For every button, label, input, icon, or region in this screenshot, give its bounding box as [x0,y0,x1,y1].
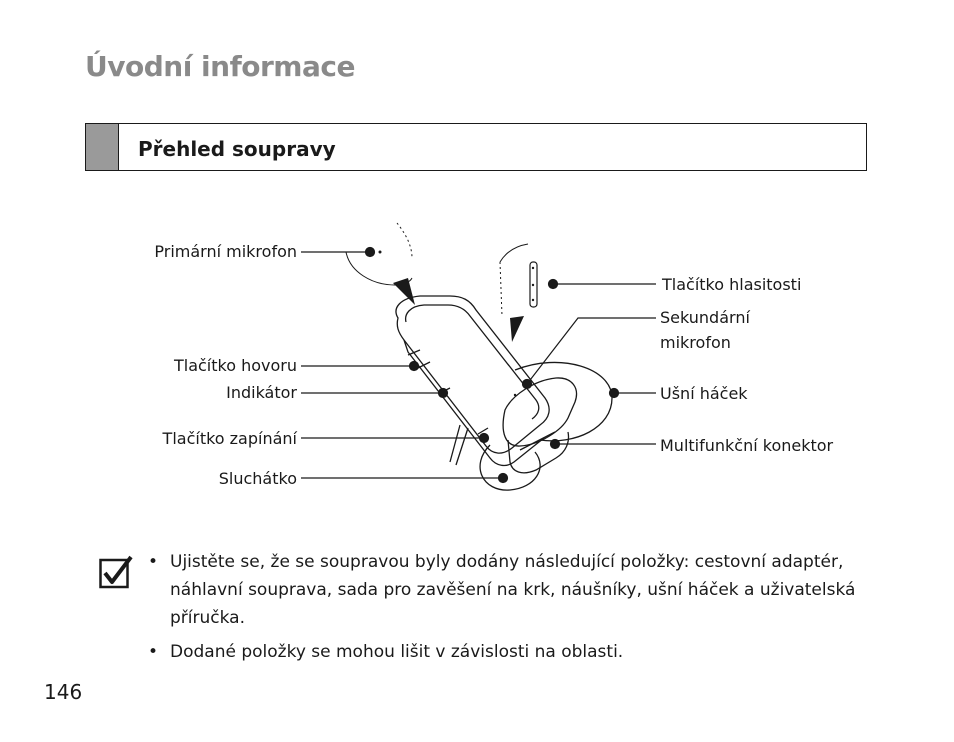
page-title: Úvodní informace [85,50,355,83]
ear-hook-shape [514,361,613,442]
headset-body [395,295,550,454]
label-multi-connector: Multifunkční konektor [660,436,834,455]
label-power-button: Tlačítko zapínání [162,429,297,448]
earpiece-shape [479,444,541,491]
label-volume-button: Tlačítko hlasitosti [662,275,802,294]
section-tab-marker [86,124,119,170]
bullet: • [148,642,159,662]
front-cap [502,377,578,447]
label-secondary-mic-line1: Sekundární [660,308,750,327]
note-text: Ujistěte se, že se soupravou byly dodány… [170,552,856,628]
section-header: Přehled soupravy [85,123,867,171]
label-indicator: Indikátor [226,383,297,402]
label-call-button: Tlačítko hovoru [173,356,297,375]
list-item: • Dodané položky se mohou lišit v závisl… [148,638,858,666]
checkbox-check-icon [99,555,133,589]
bullet: • [148,552,159,572]
notes-list: • Ujistěte se, že se soupravou byly dodá… [148,548,858,672]
page-number: 146 [44,680,83,704]
label-ear-hook: Ušní háček [660,384,748,403]
label-earpiece: Sluchátko [218,469,297,488]
section-title: Přehled soupravy [138,137,336,161]
list-item: • Ujistěte se, že se soupravou byly dodá… [148,548,858,632]
label-secondary-mic-line2: mikrofon [660,333,731,352]
note-text: Dodané položky se mohou lišit v závislos… [170,642,624,662]
label-primary-mic: Primární mikrofon [154,242,297,261]
